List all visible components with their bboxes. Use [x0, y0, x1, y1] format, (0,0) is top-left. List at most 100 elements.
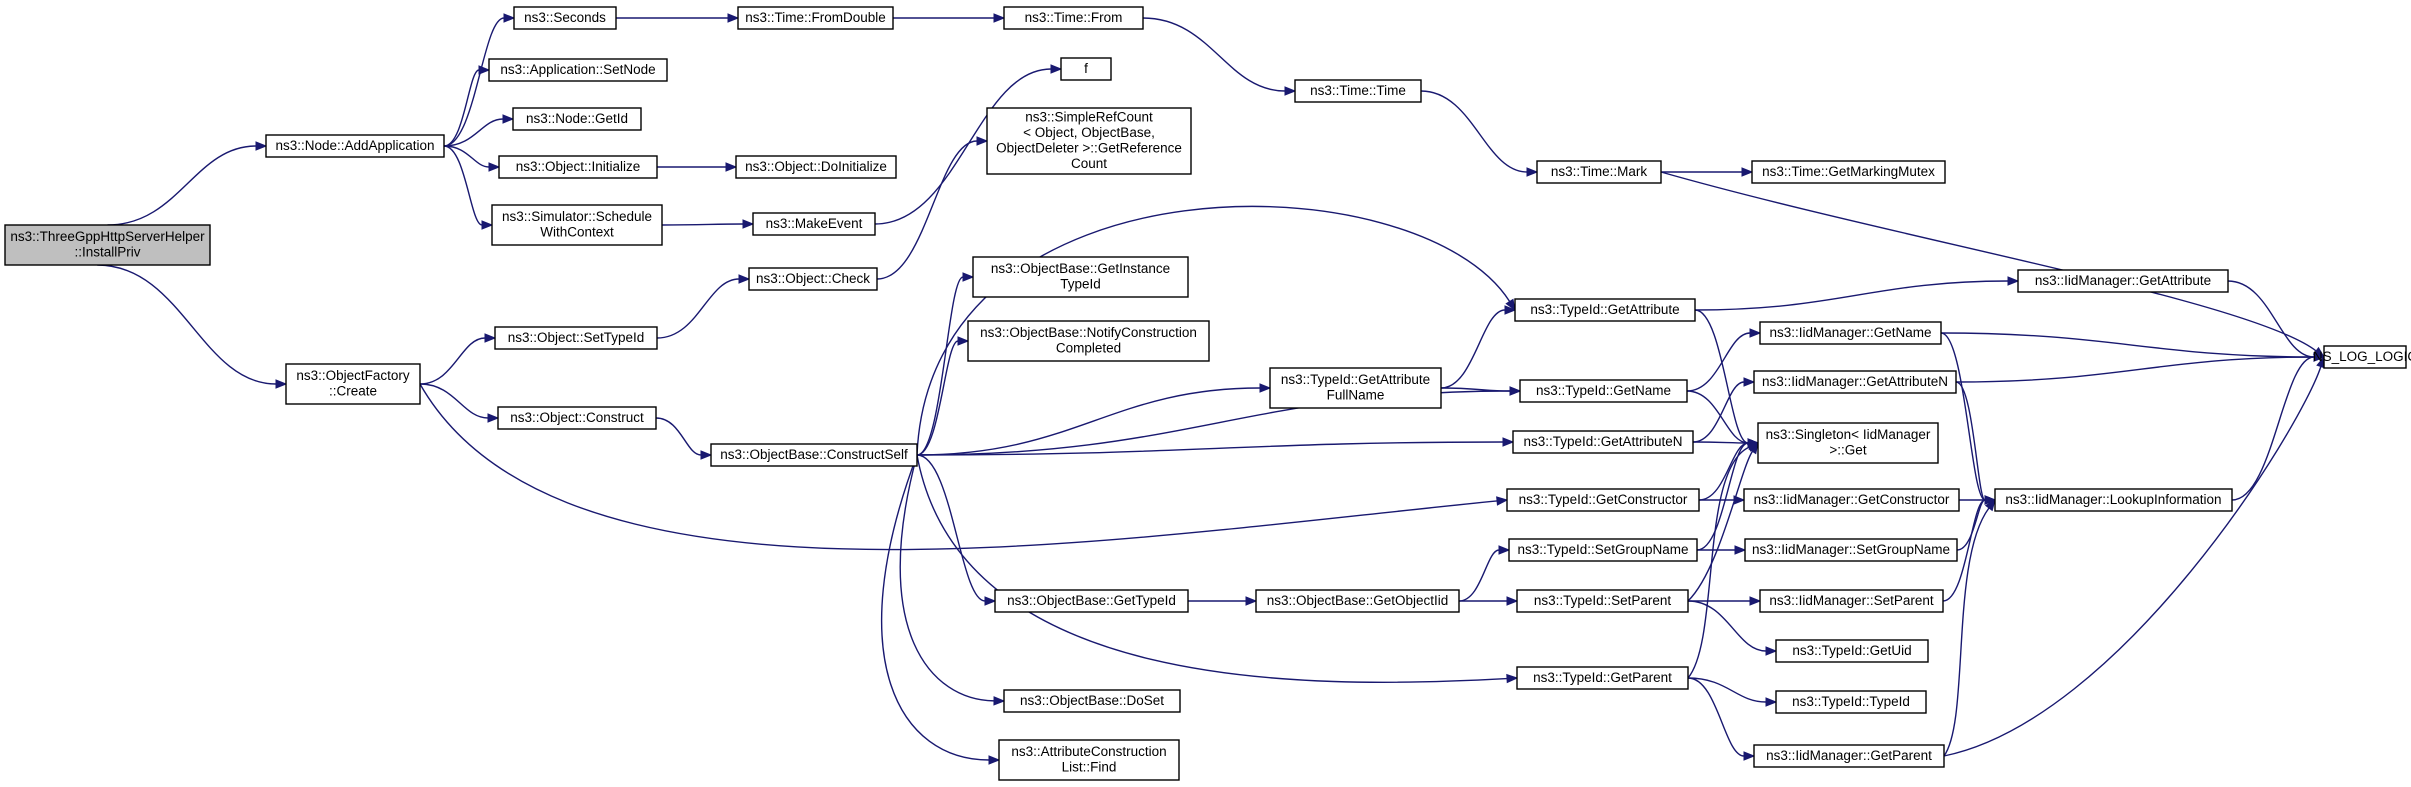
node-obj-construct[interactable]: ns3::Object::Construct [497, 406, 657, 430]
node-tid-getattribute[interactable]: ns3::TypeId::GetAttribute [1514, 298, 1696, 322]
node-of-create[interactable]: ns3::ObjectFactory::Create [285, 363, 421, 405]
node-simplerefcount[interactable]: ns3::SimpleRefCount< Object, ObjectBase,… [986, 107, 1192, 175]
node-timetime[interactable]: ns3::Time::Time [1294, 79, 1422, 103]
node-iid-setparent[interactable]: ns3::IidManager::SetParent [1759, 589, 1944, 613]
node-iid-getconstructor[interactable]: ns3::IidManager::GetConstructor [1743, 488, 1960, 512]
node-obj-init[interactable]: ns3::Object::Initialize [498, 155, 658, 179]
node-tid-getname[interactable]: ns3::TypeId::GetName [1519, 379, 1688, 403]
node-f[interactable]: f [1060, 57, 1112, 81]
edge-line [1687, 446, 1750, 679]
arrowhead-icon [484, 333, 497, 343]
node-ob-gettypeid[interactable]: ns3::ObjectBase::GetTypeId [994, 589, 1189, 613]
node-doset[interactable]: ns3::ObjectBase::DoSet [1003, 689, 1181, 713]
node-box [1775, 690, 1927, 714]
node-makeevent[interactable]: ns3::MakeEvent [752, 212, 876, 236]
arrowhead-icon [478, 65, 491, 75]
node-label: < Object, ObjectBase, [1023, 125, 1155, 140]
edge-line [419, 337, 486, 385]
node-label: Completed [1056, 341, 1121, 356]
node-tid-typeid[interactable]: ns3::TypeId::TypeId [1775, 690, 1927, 714]
node-box [1516, 666, 1689, 690]
edge-line [1940, 332, 1986, 501]
node-root[interactable]: ns3::ThreeGppHttpServerHelper::InstallPr… [4, 224, 211, 266]
arrowhead-icon [1509, 386, 1522, 396]
edge-constructself-to-doset [899, 454, 1006, 706]
edge-line [107, 145, 257, 226]
edge-line [1687, 677, 1745, 757]
edge-makeevent-to-f [874, 64, 1063, 225]
node-box [748, 267, 878, 291]
edge-line [916, 454, 1508, 684]
arrowhead-icon [1765, 697, 1778, 707]
edge-constructself-to-attrfind [880, 454, 1001, 765]
node-label: ns3::TypeId::GetAttribute [1530, 302, 1679, 317]
node-tid-setparent[interactable]: ns3::TypeId::SetParent [1516, 589, 1689, 613]
edge-iid-getattributen-to-nslog [1955, 352, 2326, 383]
node-iid-getname[interactable]: ns3::IidManager::GetName [1759, 321, 1942, 345]
node-fromdouble[interactable]: ns3::Time::FromDouble [737, 6, 894, 30]
edge-line [97, 264, 277, 385]
node-tid-setgroupname[interactable]: ns3::TypeId::SetGroupName [1508, 538, 1698, 562]
node-box [1508, 538, 1698, 562]
edge-constructself-to-notifyconstruction [916, 336, 970, 456]
node-iid-getattributen[interactable]: ns3::IidManager::GetAttributeN [1753, 370, 1957, 394]
edge-line [1686, 390, 1749, 444]
node-setnode[interactable]: ns3::Application::SetNode [488, 58, 668, 82]
node-doinit[interactable]: ns3::Object::DoInitialize [735, 155, 897, 179]
node-nslog[interactable]: NS_LOG_LOGIC [2313, 345, 2411, 369]
node-label: ns3::Object::Check [756, 271, 870, 286]
node-tid-getattributen[interactable]: ns3::TypeId::GetAttributeN [1512, 430, 1694, 454]
edge-line [1660, 171, 2317, 352]
node-label: ns3::ObjectBase::NotifyConstruction [980, 325, 1197, 340]
node-label: ns3::Object::DoInitialize [745, 159, 887, 174]
node-constructself[interactable]: ns3::ObjectBase::ConstructSelf [710, 443, 918, 467]
node-markingmutex[interactable]: ns3::Time::GetMarkingMutex [1751, 160, 1946, 184]
node-label: ns3::IidManager::LookupInformation [2005, 492, 2221, 507]
edge-line [443, 17, 505, 147]
node-timefrom[interactable]: ns3::Time::From [1003, 6, 1144, 30]
edge-tid-getparent-to-iid-getparent [1687, 677, 1756, 761]
node-label: >::Get [1829, 443, 1866, 458]
node-label: ns3::TypeId::SetParent [1534, 593, 1672, 608]
node-tid-getconstructor[interactable]: ns3::TypeId::GetConstructor [1506, 488, 1700, 512]
edge-line [1692, 381, 1745, 443]
edge-tid-getparent-to-tid-typeid [1687, 677, 1778, 707]
arrowhead-icon [1245, 596, 1258, 606]
node-label: ns3::Node::GetId [526, 111, 628, 126]
node-lookupinfo[interactable]: ns3::IidManager::LookupInformation [1994, 488, 2233, 512]
node-singleton[interactable]: ns3::Singleton< IidManager>::Get [1757, 422, 1939, 464]
node-label: ns3::IidManager::GetConstructor [1754, 492, 1950, 507]
edge-line [2231, 356, 2315, 501]
node-tid-getuid[interactable]: ns3::TypeId::GetUid [1775, 639, 1929, 663]
node-label: ns3::TypeId::GetConstructor [1519, 492, 1688, 507]
node-addapp[interactable]: ns3::Node::AddApplication [265, 134, 445, 158]
arrowhead-icon [1050, 64, 1063, 74]
arrowhead-icon [1505, 298, 1516, 312]
arrowhead-icon [1504, 305, 1517, 315]
node-nodegetid[interactable]: ns3::Node::GetId [512, 107, 642, 131]
node-iid-getparent[interactable]: ns3::IidManager::GetParent [1753, 744, 1945, 768]
node-settypeid[interactable]: ns3::Object::SetTypeId [494, 326, 658, 350]
arrowhead-icon [2007, 276, 2020, 286]
edge-settypeid-to-check [656, 274, 751, 339]
node-tid-getparent[interactable]: ns3::TypeId::GetParent [1516, 666, 1689, 690]
edge-iid-getattribute-to-nslog [2227, 280, 2326, 362]
node-timemark[interactable]: ns3::Time::Mark [1536, 160, 1662, 184]
arrowhead-icon [255, 141, 268, 151]
node-iid-setgroupname[interactable]: ns3::IidManager::SetGroupName [1744, 538, 1958, 562]
edge-tid-getattribute-to-iid-getattribute [1694, 276, 2020, 311]
node-box [737, 6, 894, 30]
node-check[interactable]: ns3::Object::Check [748, 267, 878, 291]
edge-root-to-addapp [107, 141, 268, 226]
node-notifyconstruction[interactable]: ns3::ObjectBase::NotifyConstructionCompl… [967, 320, 1210, 362]
node-iid-getattribute[interactable]: ns3::IidManager::GetAttribute [2017, 269, 2229, 293]
edge-line [1943, 366, 2322, 757]
node-getobjectiid[interactable]: ns3::ObjectBase::GetObjectIid [1255, 589, 1460, 613]
node-seconds[interactable]: ns3::Seconds [513, 6, 617, 30]
node-label: ns3::Object::Initialize [516, 159, 641, 174]
edge-addapp-to-sched [443, 145, 494, 230]
